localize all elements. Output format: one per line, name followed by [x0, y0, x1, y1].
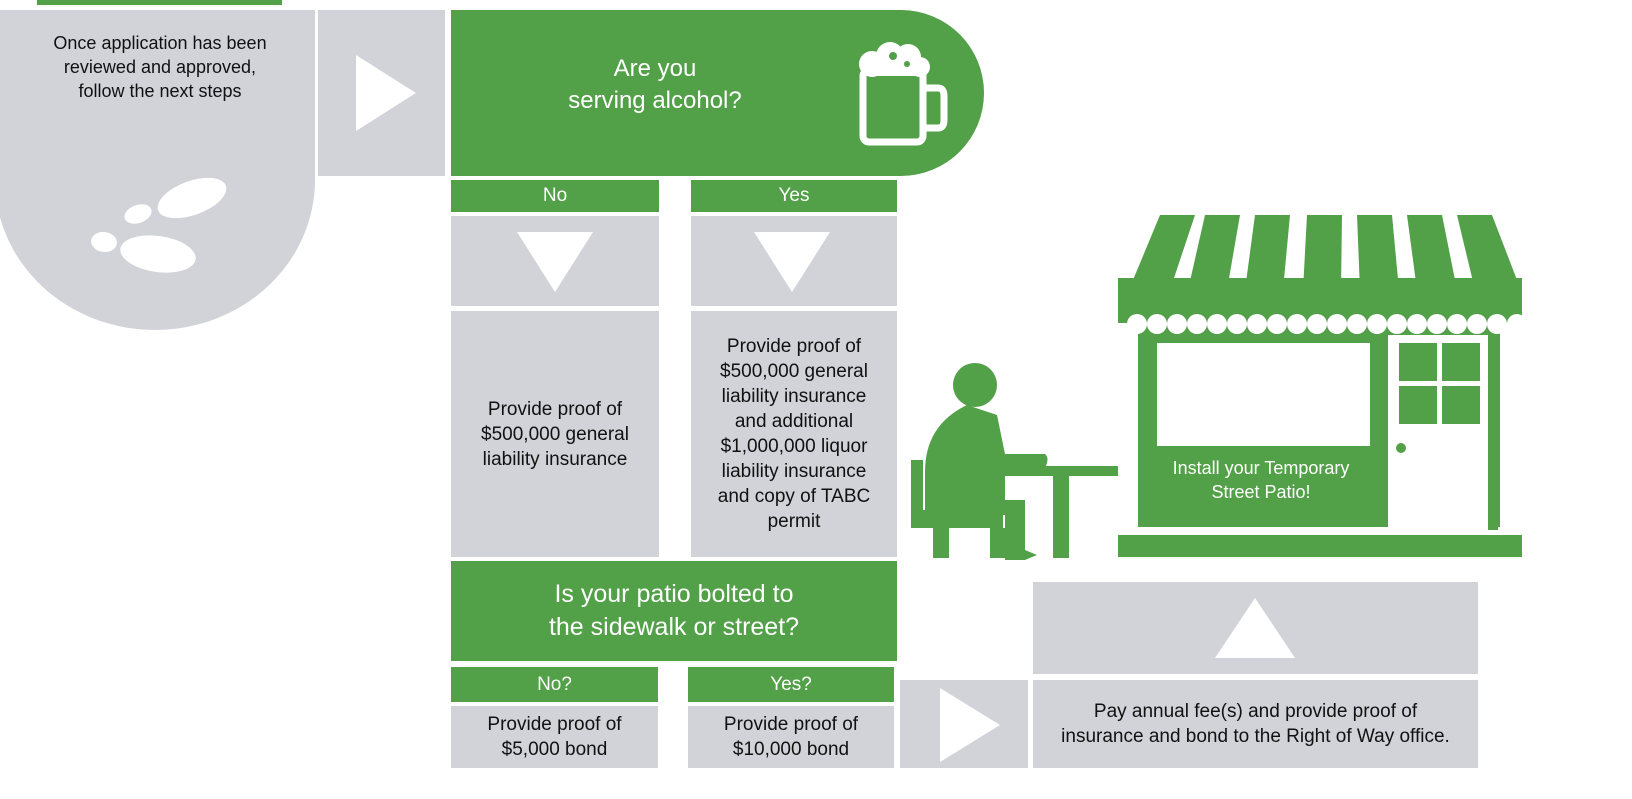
branch2-yes-label: Yes? — [688, 667, 894, 702]
fee-text: Pay annual fee(s) and provide proof of i… — [1033, 680, 1478, 768]
branch2-no-label: No? — [451, 667, 658, 702]
question1-box — [451, 10, 984, 176]
branch1-no-label: No — [451, 180, 659, 212]
branch1-yes-label: Yes — [691, 180, 897, 212]
start-top-bar — [37, 0, 282, 5]
branch2-no-text: Provide proof of $5,000 bond — [451, 706, 658, 768]
branch1-no-text: Provide proof of $500,000 general liabil… — [451, 311, 659, 557]
arrow-down-icon — [754, 232, 830, 292]
footprints-icon — [91, 177, 227, 273]
question1-text: Are you serving alcohol? — [568, 55, 742, 114]
arrow-right-icon — [356, 55, 416, 131]
storefront-patio-icon — [911, 215, 1527, 560]
start-text: Once application has been reviewed and a… — [53, 33, 267, 101]
start-panel-shape — [0, 10, 315, 330]
arrow-right-icon — [940, 688, 1000, 762]
question2-box: Is your patio bolted to the sidewalk or … — [451, 561, 897, 661]
beer-mug-icon — [859, 42, 948, 146]
final-text: Install your Temporary Street Patio! — [1172, 458, 1350, 502]
arrow-down-icon — [517, 232, 593, 292]
branch1-yes-text: Provide proof of $500,000 general liabil… — [691, 311, 897, 557]
branch2-yes-text: Provide proof of $10,000 bond — [688, 706, 894, 768]
arrow-up-icon — [1215, 598, 1295, 658]
